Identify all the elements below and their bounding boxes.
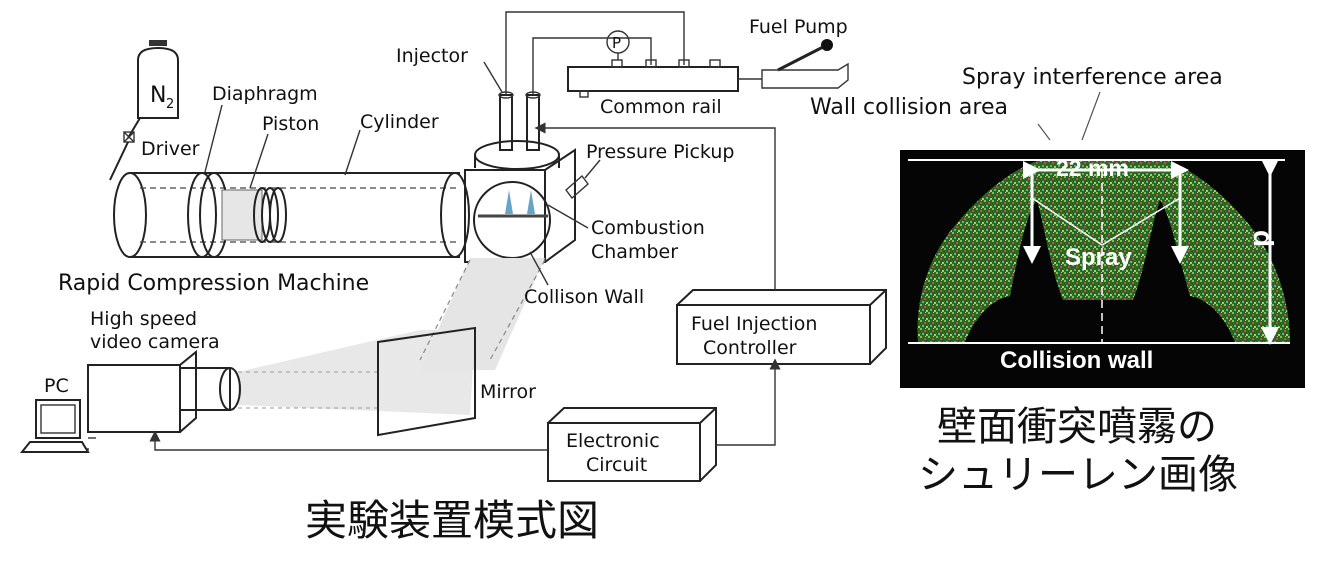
wall-collision-area-label: Wall collision area <box>810 95 1008 120</box>
collision-wall-label: Collison Wall <box>524 286 644 308</box>
nitrogen-bottle: N 2 <box>109 40 179 181</box>
diaphragm-label: Diaphragm <box>212 83 318 105</box>
mirror-label: Mirror <box>480 381 536 403</box>
setup-caption: 実験装置模式図 <box>305 496 599 545</box>
optical-path <box>238 258 546 437</box>
schlieren-caption-line2: シュリーレン画像 <box>918 452 1238 498</box>
injector-label: Injector <box>396 45 468 67</box>
n2-subscript: 2 <box>166 97 174 112</box>
common-rail-label: Common rail <box>600 96 722 118</box>
spray-interference-label: Spray interference area <box>962 65 1223 90</box>
ec-label-2: Circuit <box>586 454 647 476</box>
pressure-gauge-label: P <box>612 34 621 52</box>
spray-label: Spray <box>1065 244 1132 271</box>
n2-label: N <box>150 83 166 108</box>
cylinder-label: Cylinder <box>360 111 439 133</box>
interference-leader <box>1081 91 1101 141</box>
fuel-system: P <box>505 11 849 98</box>
mirror <box>377 326 476 437</box>
fuel-pump-label: Fuel Pump <box>749 16 848 38</box>
ec-label-1: Electronic <box>566 430 660 452</box>
high-speed-camera <box>87 349 241 433</box>
collision-area-leader <box>1037 123 1051 141</box>
rcm-label: Rapid Compression Machine <box>58 271 369 296</box>
combustion-chamber <box>464 140 589 263</box>
fic-label-2: Controller <box>703 337 797 359</box>
pressure-pickup-label: Pressure Pickup <box>586 141 734 163</box>
combustion-chamber-label-1: Combustion <box>591 217 705 239</box>
width-dimension-label: 22 mm <box>1056 155 1129 181</box>
leader-lines <box>204 61 601 286</box>
schlieren-image <box>900 150 1305 388</box>
camera-label-2: video camera <box>90 331 220 353</box>
piston-label: Piston <box>262 113 319 135</box>
fic-label-1: Fuel Injection <box>691 313 817 335</box>
camera-label-1: High speed <box>90 308 197 330</box>
rapid-compression-machine <box>113 172 470 258</box>
schlieren-caption-line1: 壁面衝突噴霧の <box>937 404 1217 450</box>
combustion-chamber-label-2: Chamber <box>591 241 678 263</box>
collision-wall-image-label: Collision wall <box>1000 347 1153 374</box>
pc-label: PC <box>44 375 69 397</box>
signal-wires <box>87 122 781 452</box>
electronic-circuit <box>547 407 717 482</box>
pc-icon <box>19 399 96 453</box>
driver-label: Driver <box>141 138 200 160</box>
distance-d-label: d <box>1248 230 1279 247</box>
